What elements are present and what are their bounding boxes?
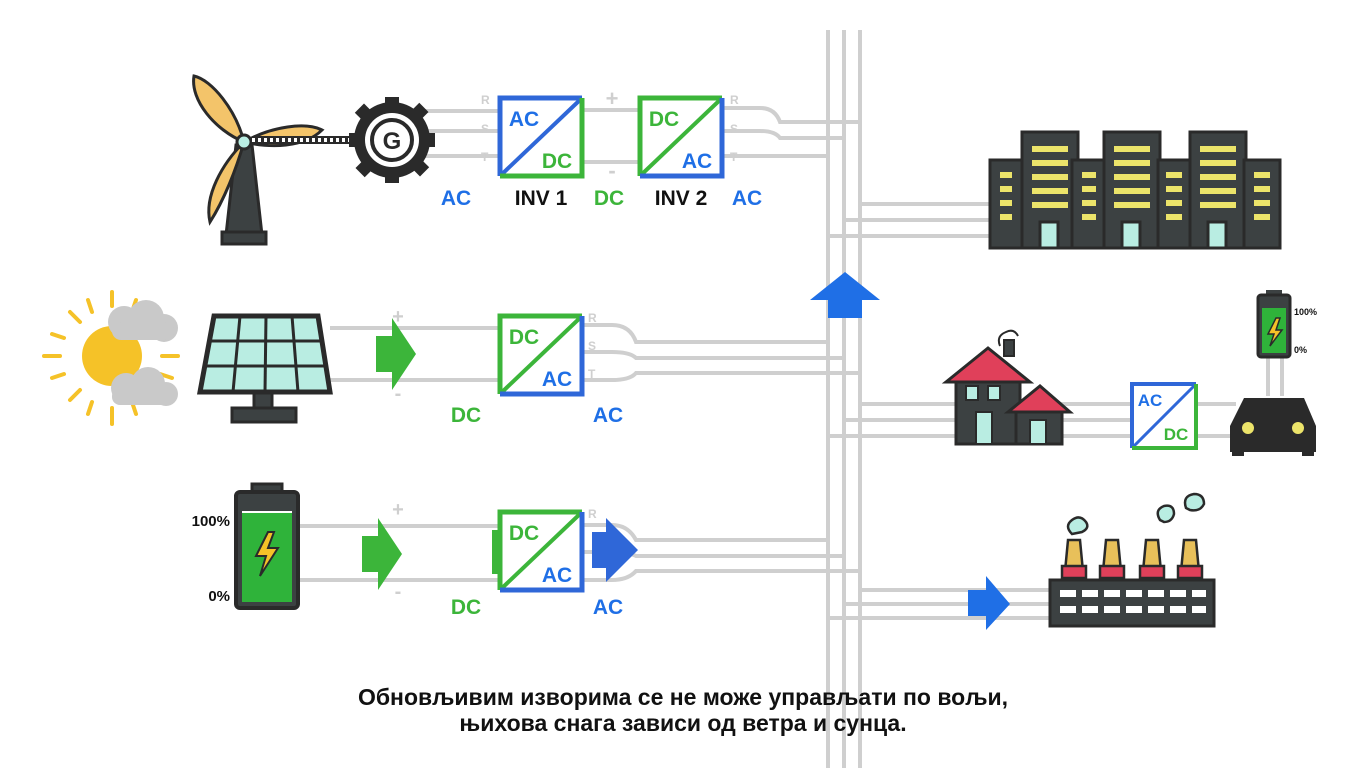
battery-dc-minus: - [395,581,402,603]
battery-inverter-icon [492,509,585,593]
caption-line-2: њихова снага зависи од ветра и сунца. [459,710,907,736]
caption: Обновљивим изворима се не може управљати… [0,684,1366,736]
solar-dc-plus: + [392,306,404,328]
battery-dc-plus: + [392,499,404,521]
wind-dc-plus: + [606,86,619,111]
battery-label-dc: DC [451,596,481,619]
city-buildings-icon [988,130,1282,250]
car-battery-level-high: 100% [1294,307,1317,317]
battery-dc-arrow-icon [362,518,402,590]
wind-phase-t-out: T [730,150,738,164]
inverter-2-bottom-label: AC [682,150,712,173]
inverter-2-top-label: DC [649,108,679,131]
battery-label-ac: AC [593,596,623,619]
car-battery-level-low: 0% [1294,345,1307,355]
solar-inverter-icon [497,313,585,397]
generator-icon [349,97,435,183]
solar-label-dc: DC [451,404,481,427]
wind-phase-s-in: S [481,122,489,136]
ev-charger-top-label: AC [1138,391,1163,410]
battery-ac-arrow-icon [592,518,638,582]
wind-phase-s-out: S [730,122,738,136]
caption-line-1: Обновљивим изворима се не може управљати… [357,684,1009,710]
houses-icon [941,329,1075,446]
inverter-1-icon [497,95,585,179]
consumer-feed-wires [828,202,1284,620]
sun-cloud-icon [42,290,180,426]
ev-charger-bottom-label: DC [1164,425,1189,444]
wind-label-ac-in: AC [441,187,471,210]
solar-inverter-bottom-label: AC [542,368,572,391]
battery-inverter-bottom-label: AC [542,564,572,587]
generator-letter: G [383,128,402,155]
wind-turbine-icon [192,74,358,246]
storage-battery-icon [234,482,300,610]
inverter-1-bottom-label: DC [542,150,572,173]
wind-label-dc-mid: DC [594,187,624,210]
inverter-1-top-label: AC [509,108,539,131]
main-busbar [826,30,862,768]
wind-dc-minus: - [608,158,615,183]
solar-dc-arrow-icon [376,318,416,390]
factory-arrow-icon [968,576,1010,630]
solar-phase-s: S [588,339,596,353]
solar-phase-t: T [588,367,596,381]
storage-battery-level-low: 0% [208,588,230,605]
storage-battery-level-high: 100% [192,513,230,530]
inverter-2-icon [637,95,725,179]
factory-icon [1048,492,1216,628]
inverter-2-caption: INV 2 [655,187,708,210]
solar-panel-icon [196,313,333,424]
solar-inverter-top-label: DC [509,326,539,349]
bus-up-arrow-icon [810,272,880,318]
electric-car-icon [1230,398,1316,456]
solar-phase-r: R [588,311,597,325]
solar-dc-minus: - [395,383,402,405]
wind-phase-t-in: T [481,150,489,164]
ev-charger-icon [1130,382,1198,450]
wind-phase-r-in: R [481,93,490,107]
solar-feed-wires [330,323,860,382]
inverter-1-caption: INV 1 [515,187,568,210]
wind-label-ac-out: AC [732,187,762,210]
battery-phase-r: R [588,507,597,521]
car-battery-icon [1256,290,1292,359]
wind-feed-wires [425,106,860,164]
solar-label-ac: AC [593,404,623,427]
battery-inverter-top-label: DC [509,522,539,545]
wind-phase-r-out: R [730,93,739,107]
